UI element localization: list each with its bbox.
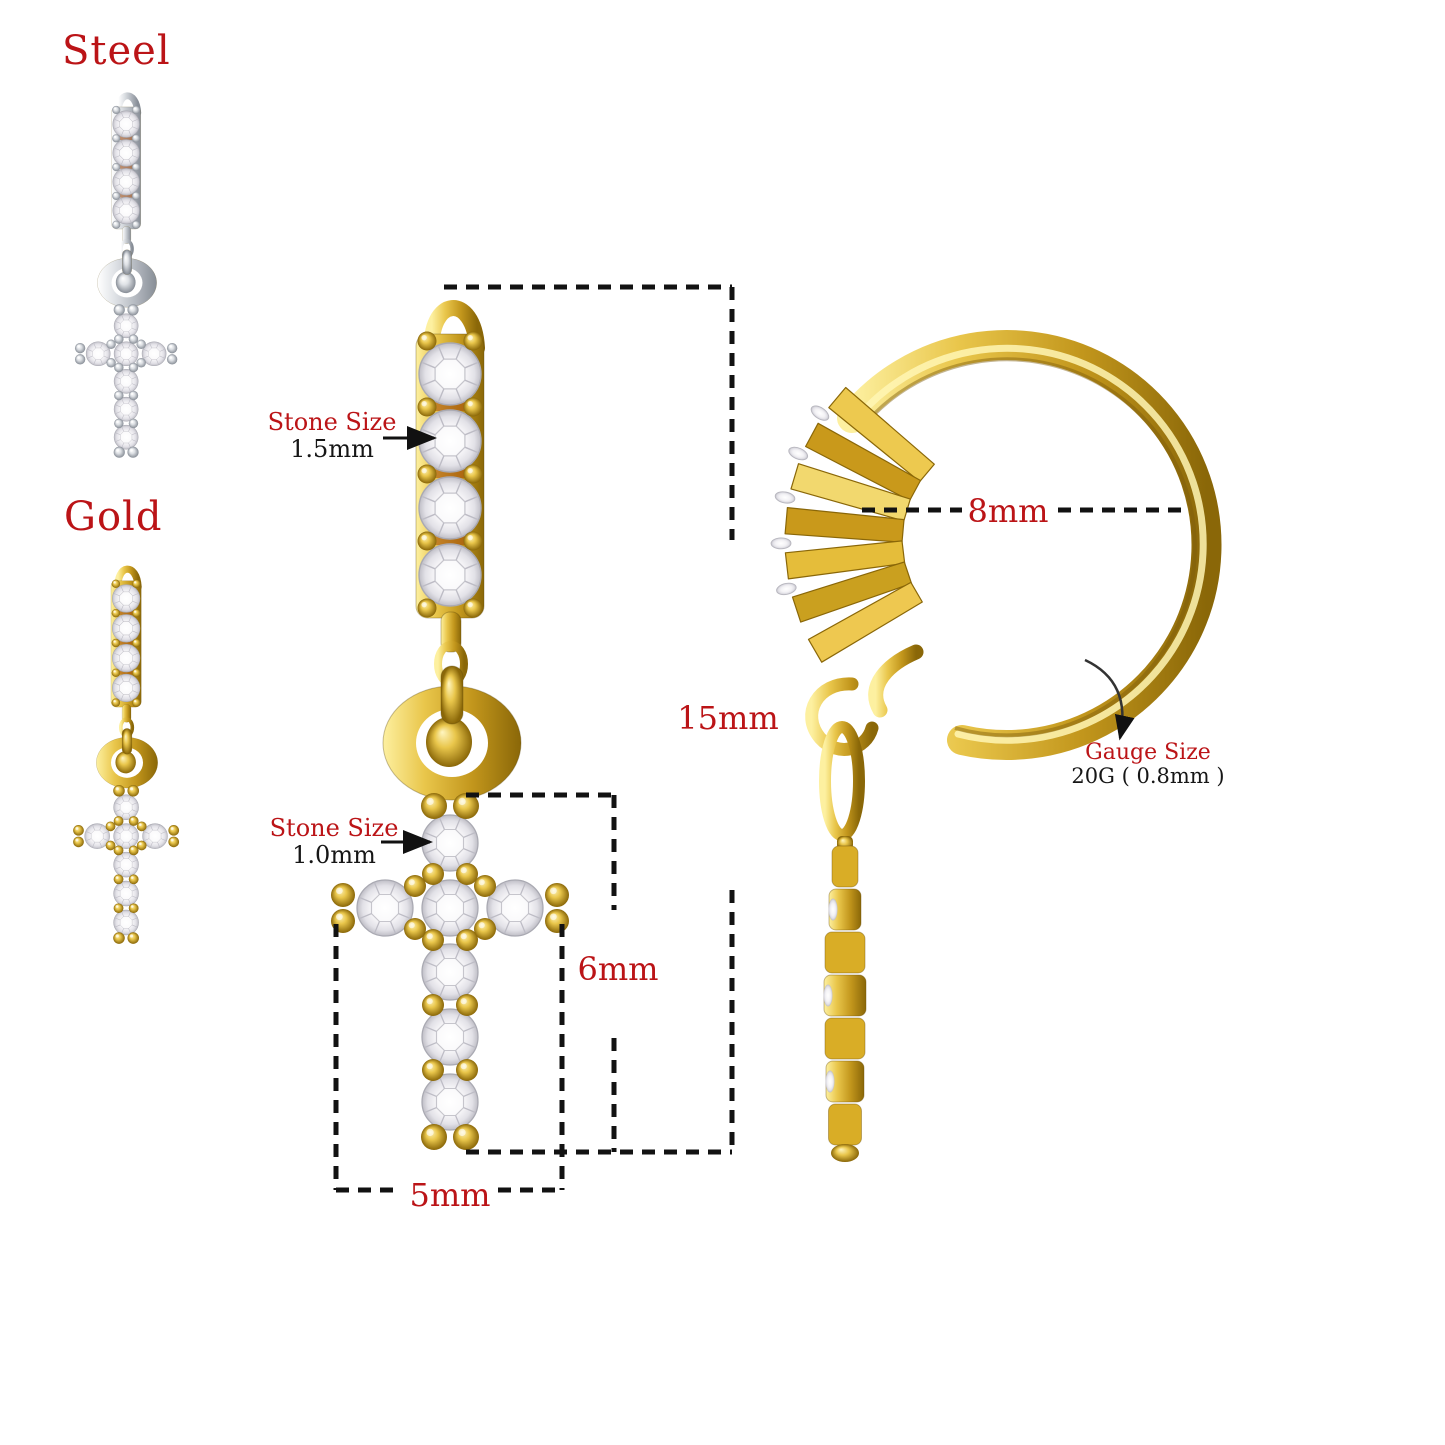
side-view-render bbox=[770, 330, 1222, 1162]
annotation-arrows bbox=[381, 426, 1135, 854]
front-view-render bbox=[331, 300, 569, 1150]
steel-earring-render bbox=[74, 92, 178, 458]
stone-size-annotation-cross: Stone Size 1.0mm bbox=[269, 814, 399, 869]
dimension-cross-height: 6mm bbox=[577, 950, 659, 988]
steel-label: Steel bbox=[62, 28, 171, 74]
gold-label: Gold bbox=[64, 494, 163, 540]
gauge-annotation: Gauge Size 20G ( 0.8mm ) bbox=[1071, 741, 1224, 788]
stone-size-annotation-hoop: Stone Size 1.5mm bbox=[267, 408, 397, 463]
gauge-label: Gauge Size bbox=[1085, 740, 1211, 765]
dimension-hoop-diameter: 8mm bbox=[967, 492, 1049, 530]
stone-size-value: 1.5mm bbox=[290, 434, 374, 463]
dimension-cross-width: 5mm bbox=[409, 1176, 491, 1214]
stone-size-value: 1.0mm bbox=[292, 840, 376, 869]
dimension-lines bbox=[333, 284, 1186, 1193]
dimension-overall-height: 15mm bbox=[677, 699, 779, 737]
gold-earring-render bbox=[73, 565, 180, 944]
gauge-value: 20G ( 0.8mm ) bbox=[1071, 763, 1225, 788]
stone-size-label: Stone Size bbox=[267, 408, 397, 436]
stone-size-label: Stone Size bbox=[269, 814, 399, 842]
